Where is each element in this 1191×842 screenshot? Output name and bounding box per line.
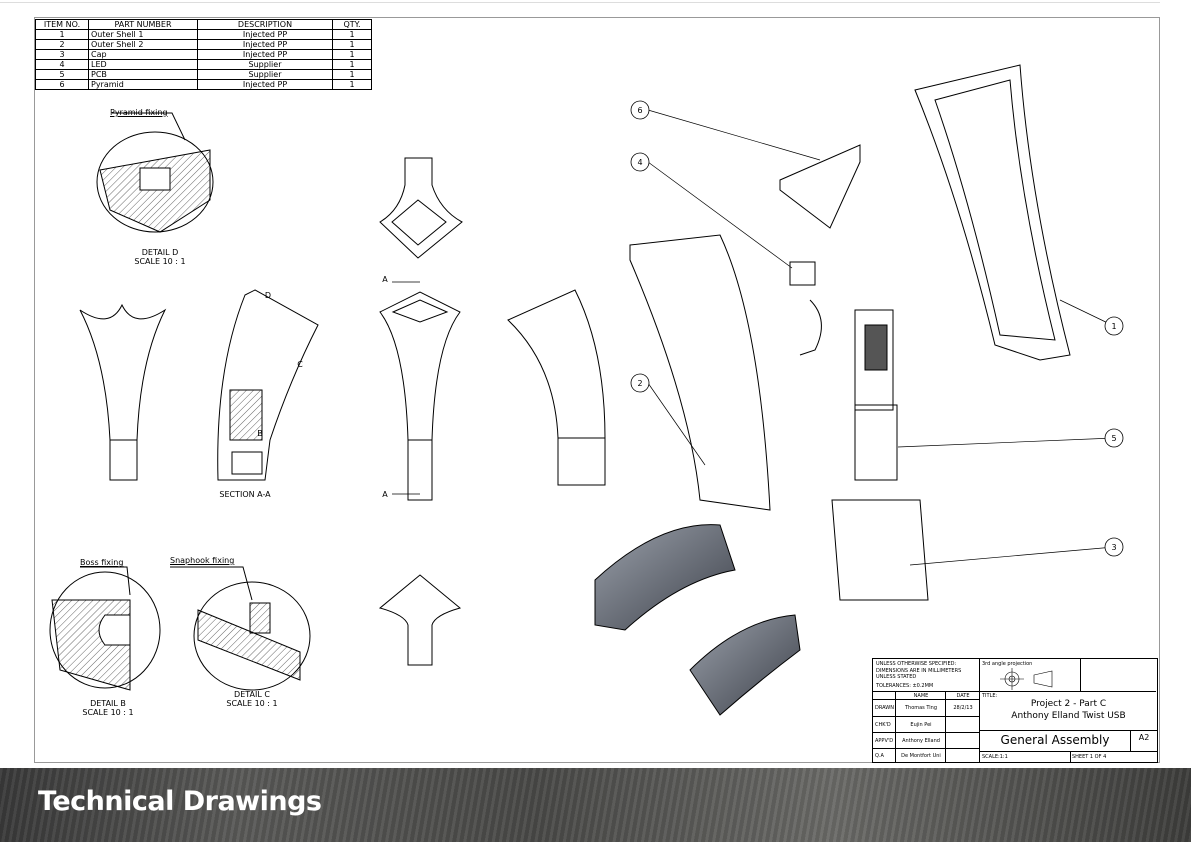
qa-label: Q.A	[875, 753, 884, 759]
detail-d-scale: SCALE 10 : 1	[134, 257, 186, 266]
appvd-name: Anthony Elland	[902, 738, 940, 744]
drawing-name: General Assembly	[1000, 733, 1110, 747]
section-letter-a: A	[382, 275, 388, 284]
title-line-2: Anthony Elland Twist USB	[1011, 711, 1126, 721]
section-letter-a: A	[382, 490, 388, 499]
name-header: NAME	[913, 693, 929, 699]
balloon-6: 6	[637, 106, 642, 115]
detail-d-title: DETAIL D	[141, 248, 179, 257]
qa-name: De Montfort Uni	[901, 753, 941, 759]
chkd-label: CHK'D	[875, 722, 891, 728]
tolerances: TOLERANCES: ±0.2MM	[876, 683, 934, 689]
top-view	[379, 157, 463, 259]
page-top-rule	[0, 2, 1160, 3]
front-view	[79, 303, 167, 481]
notes-line-2: DIMENSIONS ARE IN MILLIMETERS UNLESS STA…	[876, 668, 962, 680]
drawn-date: 28/2/13	[953, 705, 973, 711]
projection-cell: 3rd angle projection	[980, 659, 1081, 692]
detail-c-view	[170, 566, 311, 691]
balloon-1: 1	[1111, 322, 1116, 331]
detail-b-view	[49, 566, 161, 691]
qty: 1	[332, 79, 372, 90]
banner-title: Technical Drawings	[38, 786, 322, 817]
notes-line-1: UNLESS OTHERWISE SPECIFIED:	[876, 661, 957, 667]
detail-d-view	[96, 112, 214, 233]
side-view	[379, 281, 461, 501]
third-angle-projection-icon	[1000, 668, 1053, 690]
balloon-leaders	[647, 109, 1115, 566]
approvals-cell: NAME DATE DRAWN Thomas Ting 28/2/13 CHK'…	[873, 692, 980, 762]
chkd-name: Eujin Pei	[910, 722, 932, 728]
balloons	[630, 100, 1124, 557]
detail-b-title: DETAIL B	[90, 699, 126, 708]
title-line-1: Project 2 - Part C	[1030, 699, 1107, 709]
exploded-assembly	[594, 64, 1071, 716]
sheet-number: SHEET 1 OF 4	[1072, 754, 1107, 760]
date-header: DATE	[956, 693, 970, 699]
footer-banner: Technical Drawings	[0, 768, 1191, 842]
curved-side-view	[507, 289, 606, 486]
drawing-border	[34, 17, 1160, 763]
drawn-name: Thomas Ting	[904, 705, 938, 711]
title-cell: TITLE: Project 2 - Part C Anthony Elland…	[980, 692, 1157, 762]
bottom-view	[378, 574, 462, 666]
section-a-a-title: SECTION A-A	[219, 490, 271, 499]
balloon-5: 5	[1111, 434, 1116, 443]
boss-fixing-label: Boss fixing	[80, 558, 124, 567]
detail-letter-c: C	[297, 360, 303, 369]
blank-cell	[1081, 659, 1156, 692]
detail-letter-b: B	[257, 429, 263, 438]
balloon-2: 2	[637, 379, 642, 388]
detail-c-title: DETAIL C	[234, 690, 270, 699]
section-a-a-view	[217, 289, 319, 481]
appvd-label: APPV'D	[875, 738, 894, 744]
balloon-3: 3	[1111, 543, 1116, 552]
detail-c-scale: SCALE 10 : 1	[226, 699, 278, 708]
sheet-size: A2	[1138, 733, 1150, 742]
technical-drawing: 1 2 3 4 5 6 A A B C D	[49, 64, 1124, 716]
notes-cell: UNLESS OTHERWISE SPECIFIED: DIMENSIONS A…	[873, 659, 980, 692]
pyramid-fixing-label: Pyramid fixing	[110, 108, 168, 117]
scale: SCALE:1:1	[982, 754, 1008, 760]
detail-b-scale: SCALE 10 : 1	[82, 708, 134, 717]
title-label: TITLE:	[982, 693, 998, 699]
title-block: UNLESS OTHERWISE SPECIFIED: DIMENSIONS A…	[872, 658, 1158, 763]
drawn-label: DRAWN	[875, 705, 894, 711]
balloon-4: 4	[637, 158, 642, 167]
detail-letter-d: D	[265, 291, 271, 300]
projection-label: 3rd angle projection	[982, 661, 1033, 667]
snaphook-fixing-label: Snaphook fixing	[170, 556, 235, 565]
